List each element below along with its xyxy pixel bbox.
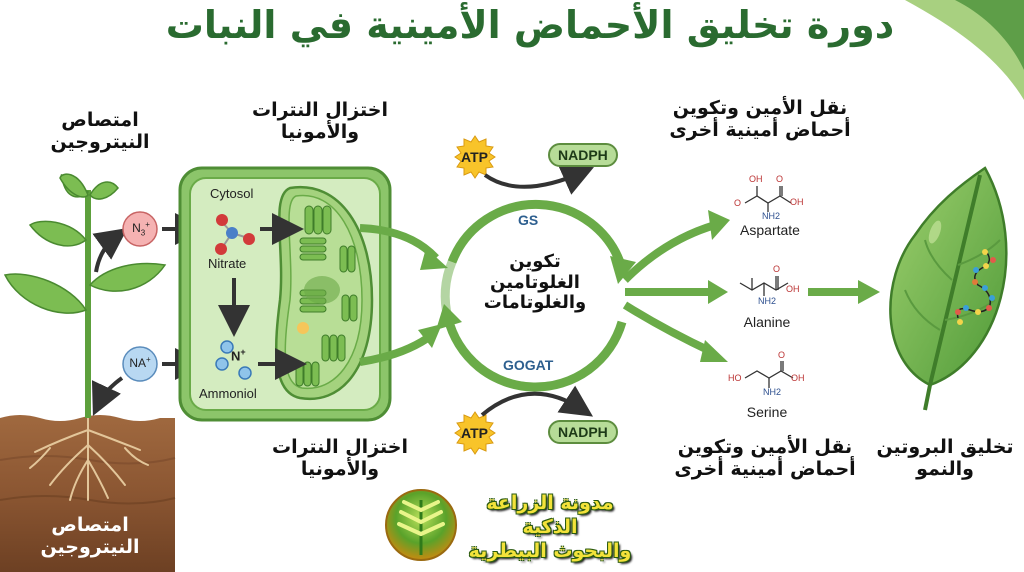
label-line: امتصاص — [51, 514, 129, 536]
ammonium-label: Ammoniol — [199, 386, 257, 401]
leaf-illustration — [889, 166, 1008, 411]
blog-logo: مدونة الزراعة الذكية والبحوث البيطرية — [460, 492, 640, 563]
molecule-structures — [739, 186, 794, 388]
serine-label: Serine — [746, 404, 788, 420]
alanine-nh2: NH2 — [758, 296, 777, 306]
logo-line-2: والبحوث البيطرية — [468, 539, 632, 562]
label-line: والأمونيا — [280, 120, 360, 143]
nitrate-molecule — [215, 214, 255, 255]
label-line: والأمونيا — [300, 457, 380, 480]
nitrate-label: Nitrate — [208, 256, 247, 271]
label-line: أحماض أمينية أخرى — [669, 118, 851, 141]
nitrogen-uptake-label-soil: امتصاص النيتروجين — [10, 514, 170, 559]
logo-emblem — [385, 489, 457, 561]
ammonium-symbol: N+ — [231, 347, 246, 364]
reduction-label-bottom: اختزال النترات والأمونيا — [255, 436, 425, 481]
soil — [0, 415, 176, 572]
alanine-label: Alanine — [743, 314, 791, 330]
ammonium-ion-label: NA+ — [129, 355, 151, 370]
label-line: اختزال النترات — [272, 436, 408, 458]
label-line: النيتروجين — [40, 535, 140, 558]
transamination-label-bottom: نقل الأمين وتكوين أحماض أمينية أخرى — [655, 436, 875, 481]
atp-label-bottom: ATP — [461, 425, 488, 441]
reduction-label-top: اختزال النترات والأمونيا — [235, 99, 405, 144]
cycle-center-label: تكوين الغلوتامين والغلوتامات — [465, 251, 605, 314]
label-line: نقل الأمين وتكوين — [677, 436, 853, 458]
atp-label-top: ATP — [461, 149, 488, 165]
nadph-badge-top: NADPH — [548, 143, 618, 167]
atp-starburst-top — [454, 135, 496, 179]
label-line: الغلوتامين — [490, 271, 580, 293]
aspartate-label: Aspartate — [740, 222, 800, 238]
serine-nh2: NH2 — [763, 387, 782, 397]
nitrogen-uptake-label-top: امتصاص النيتروجين — [30, 109, 170, 154]
label-line: النيتروجين — [50, 130, 150, 153]
cytosol-label: Cytosol — [210, 186, 254, 201]
aspartate-o-top: O — [776, 174, 784, 184]
label-line: والغلوتامات — [483, 292, 587, 314]
page-title: دورة تخليق الأحماض الأمينية في النبات — [165, 3, 895, 47]
logo-line-1: مدونة الزراعة الذكية — [486, 492, 614, 538]
alanine-o: O — [773, 264, 781, 274]
nitrate-ion-label: N3+ — [132, 220, 150, 238]
label-line: نقل الأمين وتكوين — [672, 97, 848, 119]
gs-enzyme-label: GS — [518, 212, 539, 228]
ammonium-molecule — [215, 340, 252, 380]
aspartate-oh-right: OH — [790, 197, 804, 207]
transamination-label-top: نقل الأمين وتكوين أحماض أمينية أخرى — [650, 97, 870, 142]
plant-cell — [178, 166, 392, 422]
label-line: أحماض أمينية أخرى — [674, 457, 856, 480]
label-line: تخليق البروتين — [876, 436, 1014, 458]
atp-starburst-bottom — [454, 411, 496, 455]
label-line: والنمو — [916, 457, 974, 480]
serine-ho: HO — [728, 373, 742, 383]
nitrate-ion-circle — [122, 211, 158, 247]
alanine-oh: OH — [786, 284, 800, 294]
serine-oh: OH — [791, 373, 805, 383]
ammonium-ion-circle — [122, 346, 158, 382]
protein-synthesis-label: تخليق البروتين والنمو — [870, 436, 1020, 481]
transamination-arrows — [622, 210, 730, 362]
gs-gogat-cycle — [436, 199, 636, 392]
label-line: امتصاص — [61, 109, 139, 131]
plant-illustration — [3, 173, 167, 418]
aspartate-oh-top: OH — [749, 174, 763, 184]
label-line: تكوين — [509, 251, 561, 272]
aspartate-o-left: O — [734, 198, 742, 208]
aspartate-nh2: NH2 — [762, 211, 781, 221]
nadph-badge-bottom: NADPH — [548, 420, 618, 444]
serine-o: O — [778, 350, 786, 360]
corner-decoration — [905, 0, 1024, 100]
label-line: اختزال النترات — [252, 99, 388, 121]
gogat-enzyme-label: GOGAT — [503, 357, 554, 373]
